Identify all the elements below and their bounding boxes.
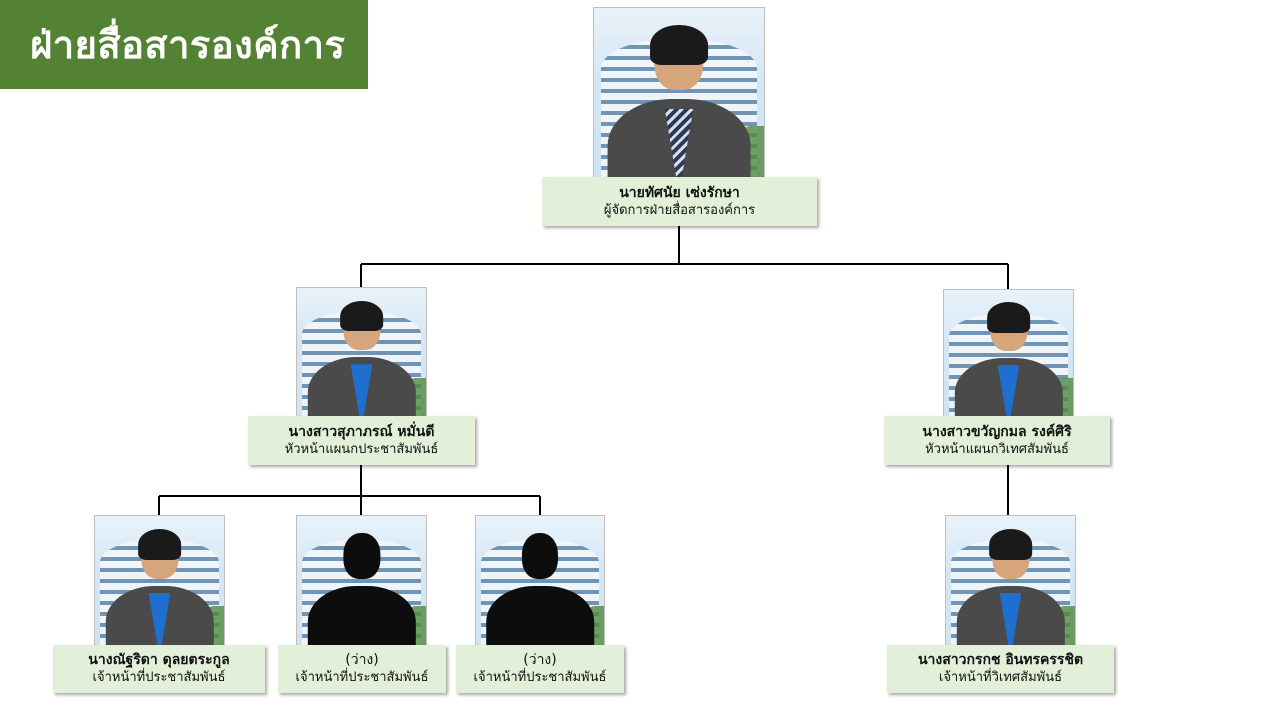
silhouette-placeholder-icon — [307, 526, 416, 645]
member-position: เจ้าหน้าที่ประชาสัมพันธ์ — [92, 670, 226, 685]
silhouette-placeholder-icon — [486, 526, 594, 645]
member-name: นางสาวกรกช อินทรครรชิต — [917, 652, 1084, 668]
member-position: เจ้าหน้าที่ประชาสัมพันธ์ — [473, 670, 607, 685]
head-ext-photo — [943, 289, 1074, 417]
member-name: นางสาวสุภาภรณ์ หมั่นดี — [288, 423, 435, 440]
page-title: ฝ่ายสื่อสารองค์การ — [0, 0, 368, 89]
member-position: เจ้าหน้าที่ประชาสัมพันธ์ — [295, 670, 429, 685]
staff-1-name-box: นางณัฐริดา ดุลยตระกูล เจ้าหน้าที่ประชาสั… — [53, 645, 265, 693]
manager-name-box: นายทัศนัย เซ่งรักษา ผู้จัดการฝ่ายสื่อสาร… — [542, 177, 817, 226]
staff-4-name-box: นางสาวกรกช อินทรครรชิต เจ้าหน้าที่วิเทศส… — [887, 645, 1114, 693]
member-name: นายทัศนัย เซ่งรักษา — [619, 184, 740, 201]
member-position: ผู้จัดการฝ่ายสื่อสารองค์การ — [603, 202, 756, 218]
member-name: (ว่าง) — [523, 652, 557, 668]
member-position: หัวหน้าแผนกวิเทศสัมพันธ์ — [925, 441, 1069, 457]
staff-4-photo — [945, 515, 1076, 646]
head-ext-name-box: นางสาวขวัญกมล รงค์ศิริ หัวหน้าแผนกวิเทศส… — [884, 416, 1110, 465]
head-pr-name-box: นางสาวสุภาภรณ์ หมั่นดี หัวหน้าแผนกประชาส… — [248, 416, 475, 465]
staff-3-name-box: (ว่าง) เจ้าหน้าที่ประชาสัมพันธ์ — [456, 645, 624, 693]
head-pr-photo — [296, 287, 427, 417]
member-name: นางณัฐริดา ดุลยตระกูล — [88, 652, 230, 668]
staff-2-name-box: (ว่าง) เจ้าหน้าที่ประชาสัมพันธ์ — [278, 645, 446, 693]
staff-1-photo — [94, 515, 225, 646]
member-position: หัวหน้าแผนกประชาสัมพันธ์ — [284, 441, 439, 457]
manager-photo — [593, 7, 765, 178]
member-name: นางสาวขวัญกมล รงค์ศิริ — [922, 423, 1072, 440]
staff-2-photo — [296, 515, 427, 646]
member-name: (ว่าง) — [345, 652, 379, 668]
member-position: เจ้าหน้าที่วิเทศสัมพันธ์ — [938, 670, 1063, 685]
staff-3-photo — [475, 515, 605, 646]
